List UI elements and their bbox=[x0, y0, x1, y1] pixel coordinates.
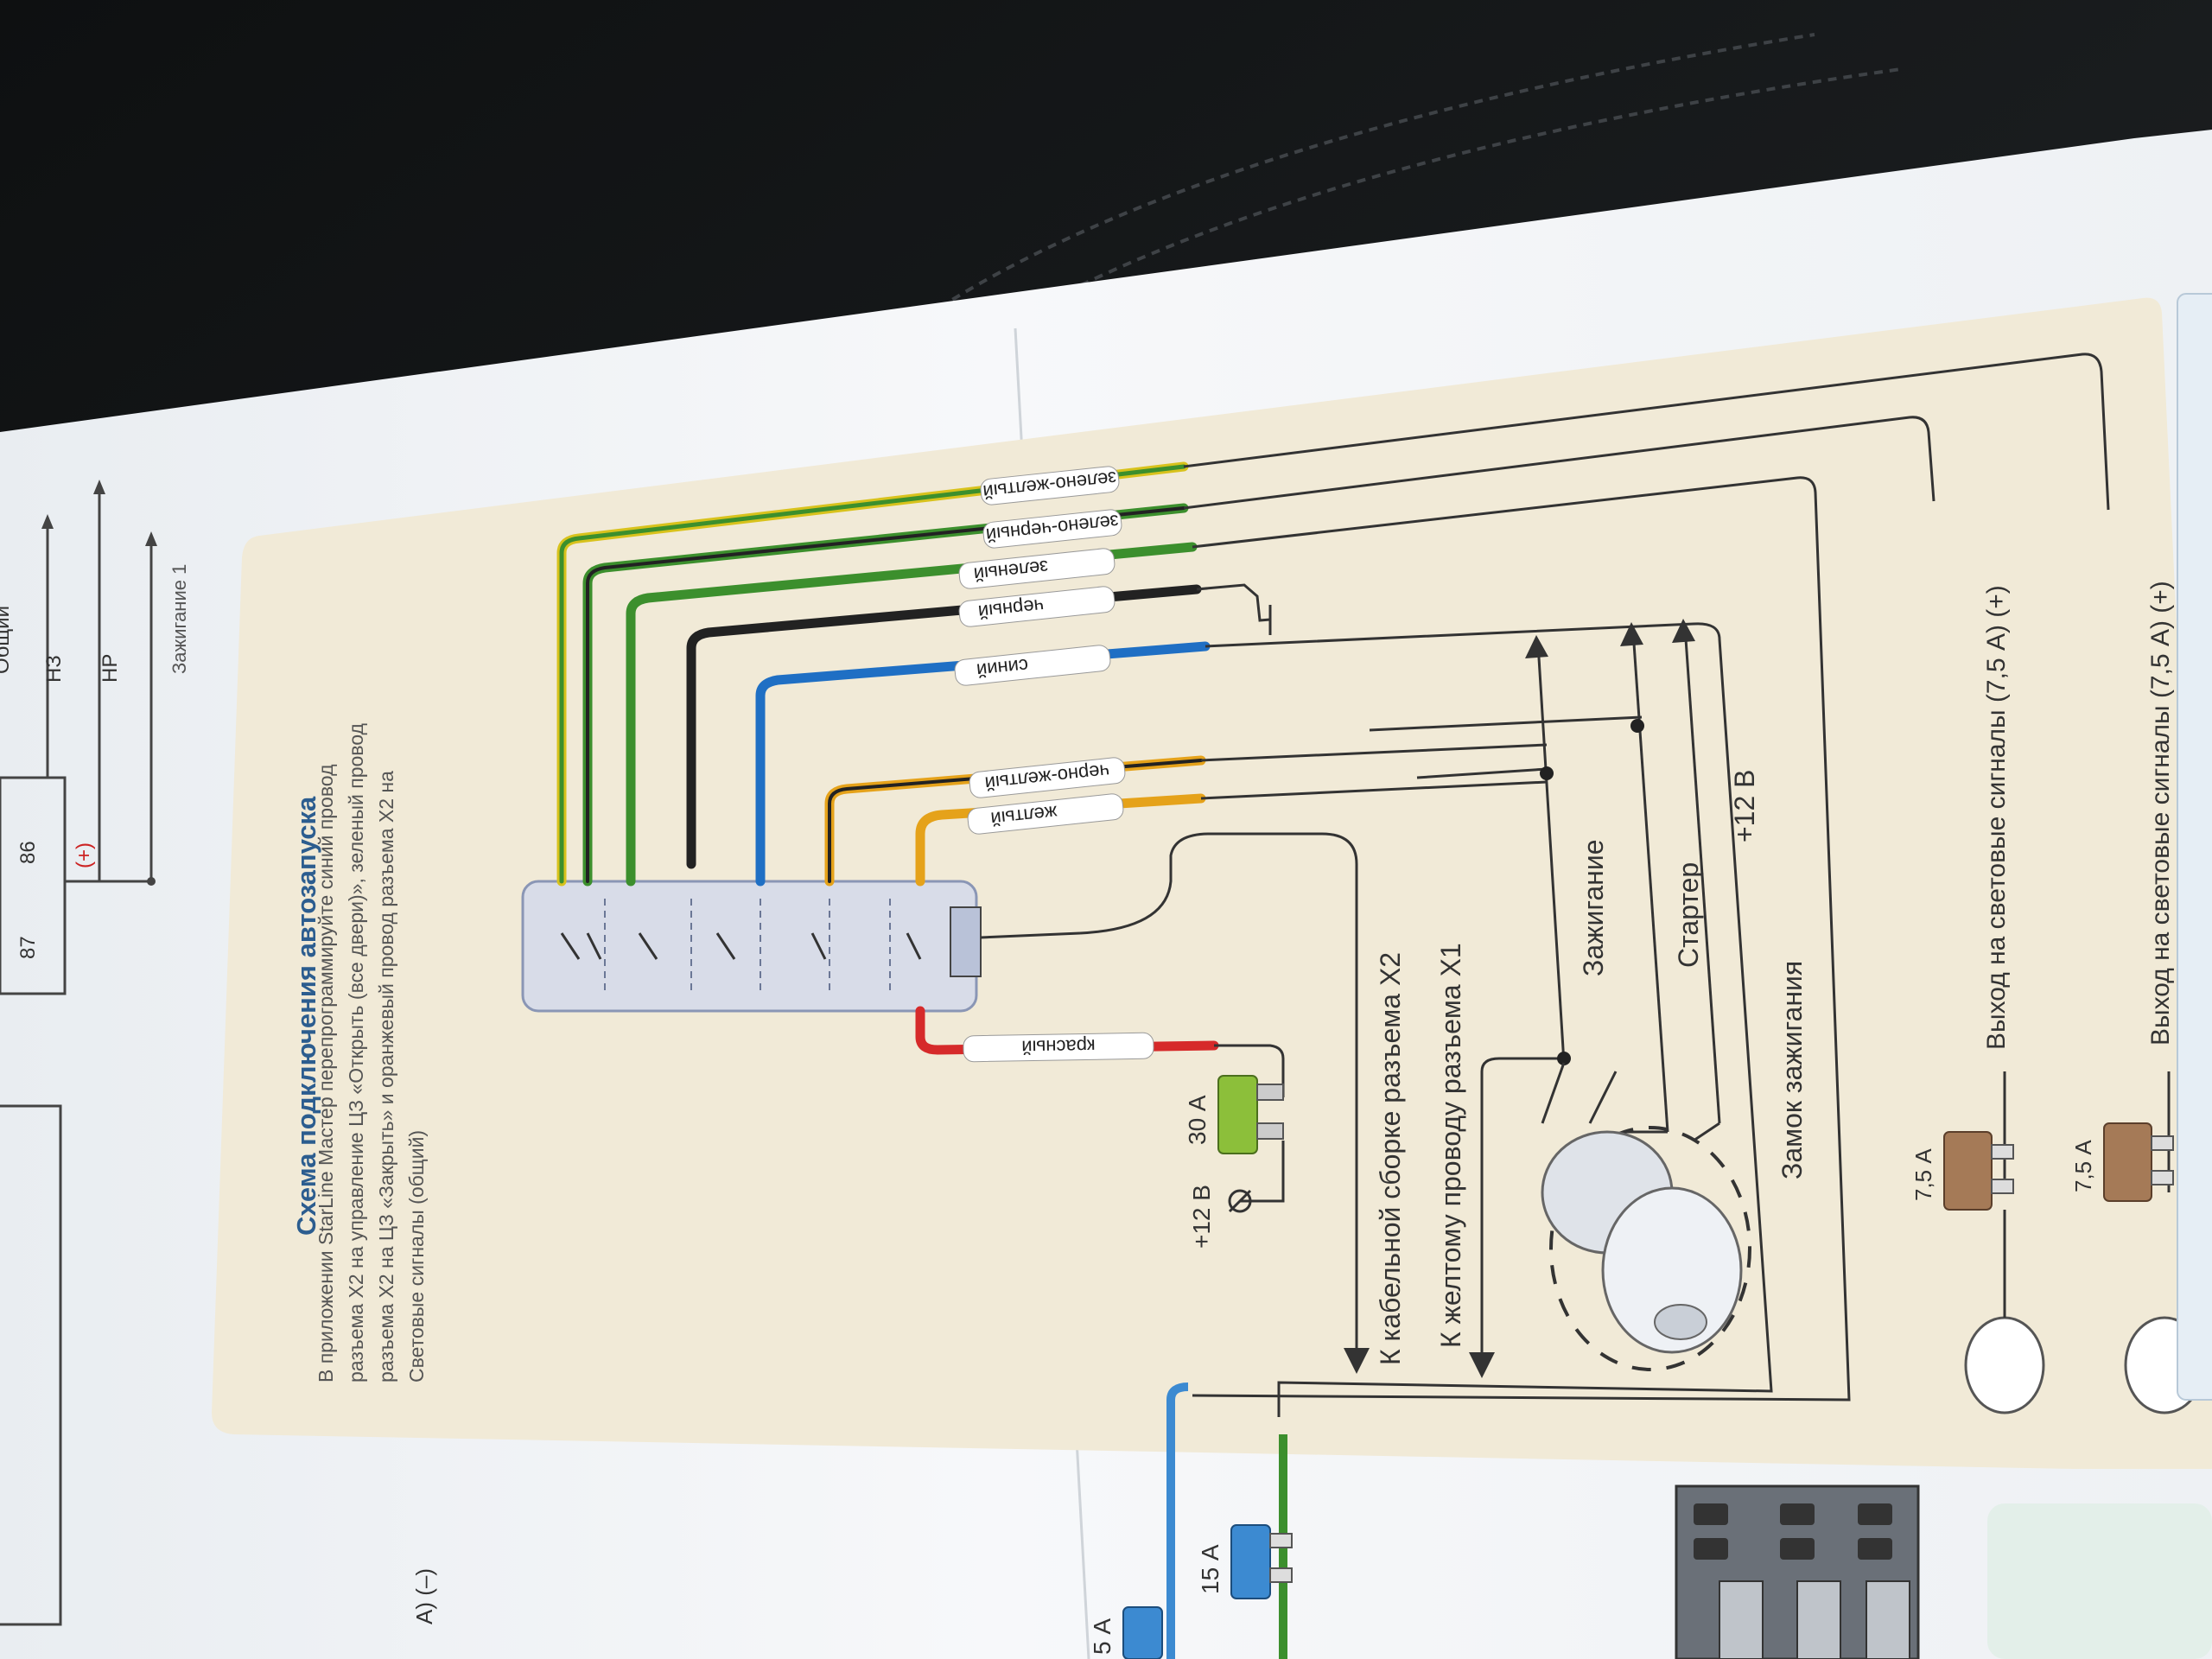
plus12-label: +12 В bbox=[1729, 769, 1760, 842]
connector-block bbox=[1675, 1484, 2212, 1659]
output-ignition-1: Зажигание 1 bbox=[168, 564, 190, 674]
to-x2-bundle-label: К кабельной сборке разъема X2 bbox=[1375, 952, 1406, 1365]
main-fuse: 30 А +12 В bbox=[1184, 1075, 1284, 1249]
junction-dot bbox=[1557, 1052, 1571, 1065]
x2-bundle-wire bbox=[1079, 832, 1358, 1370]
label-blue: синий bbox=[976, 655, 1029, 682]
module-internal-lines bbox=[604, 899, 891, 994]
module-connector bbox=[950, 906, 982, 977]
ignition-lock-label: Замок зажигания bbox=[1777, 961, 1808, 1179]
x1-yellow-wire bbox=[1480, 1057, 1564, 1374]
note-box bbox=[1987, 1503, 2212, 1659]
bulb-icon bbox=[1964, 1316, 2045, 1414]
light-output-1-label: Выход на световые сигналы (7,5 А) (+) bbox=[1982, 585, 2011, 1050]
ignition-label: Зажигание bbox=[1578, 839, 1609, 976]
label-red: красный bbox=[1021, 1035, 1096, 1058]
output-no: НР bbox=[99, 654, 122, 683]
junction-dot bbox=[1540, 766, 1554, 780]
output-common: Общий bbox=[0, 606, 14, 674]
arrow-heads bbox=[1525, 619, 1695, 658]
fuse-15a-label: 15 А bbox=[1197, 1544, 1224, 1594]
description-line-4: Световые сигналы (общий) bbox=[405, 1130, 428, 1382]
ignition-lock bbox=[1541, 1062, 1751, 1371]
description-line-3: разъема X2 на ЦЗ «Закрыть» и оранжевый п… bbox=[375, 771, 397, 1382]
light-output-1: 7,5 А bbox=[1910, 1071, 2045, 1414]
relay-pin-87: 87 bbox=[16, 936, 40, 959]
seat-stitching bbox=[862, 33, 1815, 365]
to-x1-yellow-label: К желтому проводу разъема X1 bbox=[1435, 943, 1466, 1348]
fuse-supply-label: +12 В bbox=[1188, 1185, 1215, 1249]
light-output-2-label: Выход на световые сигналы (7,5 А) (+) bbox=[2146, 581, 2175, 1046]
fuse-partial-label: 5 А bbox=[1089, 1618, 1116, 1655]
alarm-module bbox=[521, 880, 978, 1013]
relay-pin-86: 86 bbox=[16, 841, 40, 864]
light-fuse-1-rating: 7,5 А bbox=[1910, 1148, 1936, 1201]
junction-dot bbox=[1630, 719, 1644, 733]
plus-mark: (+) bbox=[73, 842, 96, 868]
output-nc: НЗ bbox=[42, 655, 66, 683]
description-line-1: В приложении StarLine Мастер перепрограм… bbox=[315, 764, 337, 1382]
light-fuse-2-rating: 7,5 А bbox=[2070, 1140, 2096, 1192]
description-line-2: разъема X2 на управление ЦЗ «Открыть (вс… bbox=[345, 722, 367, 1382]
wires bbox=[556, 461, 1219, 1055]
relay-body bbox=[0, 776, 67, 995]
diagram-header: Схема подключения автозапуска В приложен… bbox=[291, 722, 428, 1382]
ignition-lines bbox=[1369, 626, 1721, 1133]
starter-label: Стартер bbox=[1673, 862, 1704, 968]
bottom-fuses: 15 А 5 А bbox=[1089, 1382, 1293, 1659]
wire-leads bbox=[1183, 353, 2110, 1417]
module-contacts bbox=[560, 932, 922, 960]
diagram-title: Схема подключения автозапуска bbox=[291, 796, 321, 1236]
partial-text: А) (–) bbox=[411, 1568, 437, 1624]
left-page-relay: 87 86 (+) Общий НЗ НР Зажигание 1 А) (–) bbox=[0, 480, 437, 1626]
right-edge-panel bbox=[2177, 293, 2212, 1401]
left-box bbox=[0, 1104, 62, 1626]
diagram-labels: К кабельной сборке разъема X2 К желтому … bbox=[1375, 581, 2175, 1365]
fuse-30a-label: 30 А bbox=[1184, 1095, 1211, 1145]
